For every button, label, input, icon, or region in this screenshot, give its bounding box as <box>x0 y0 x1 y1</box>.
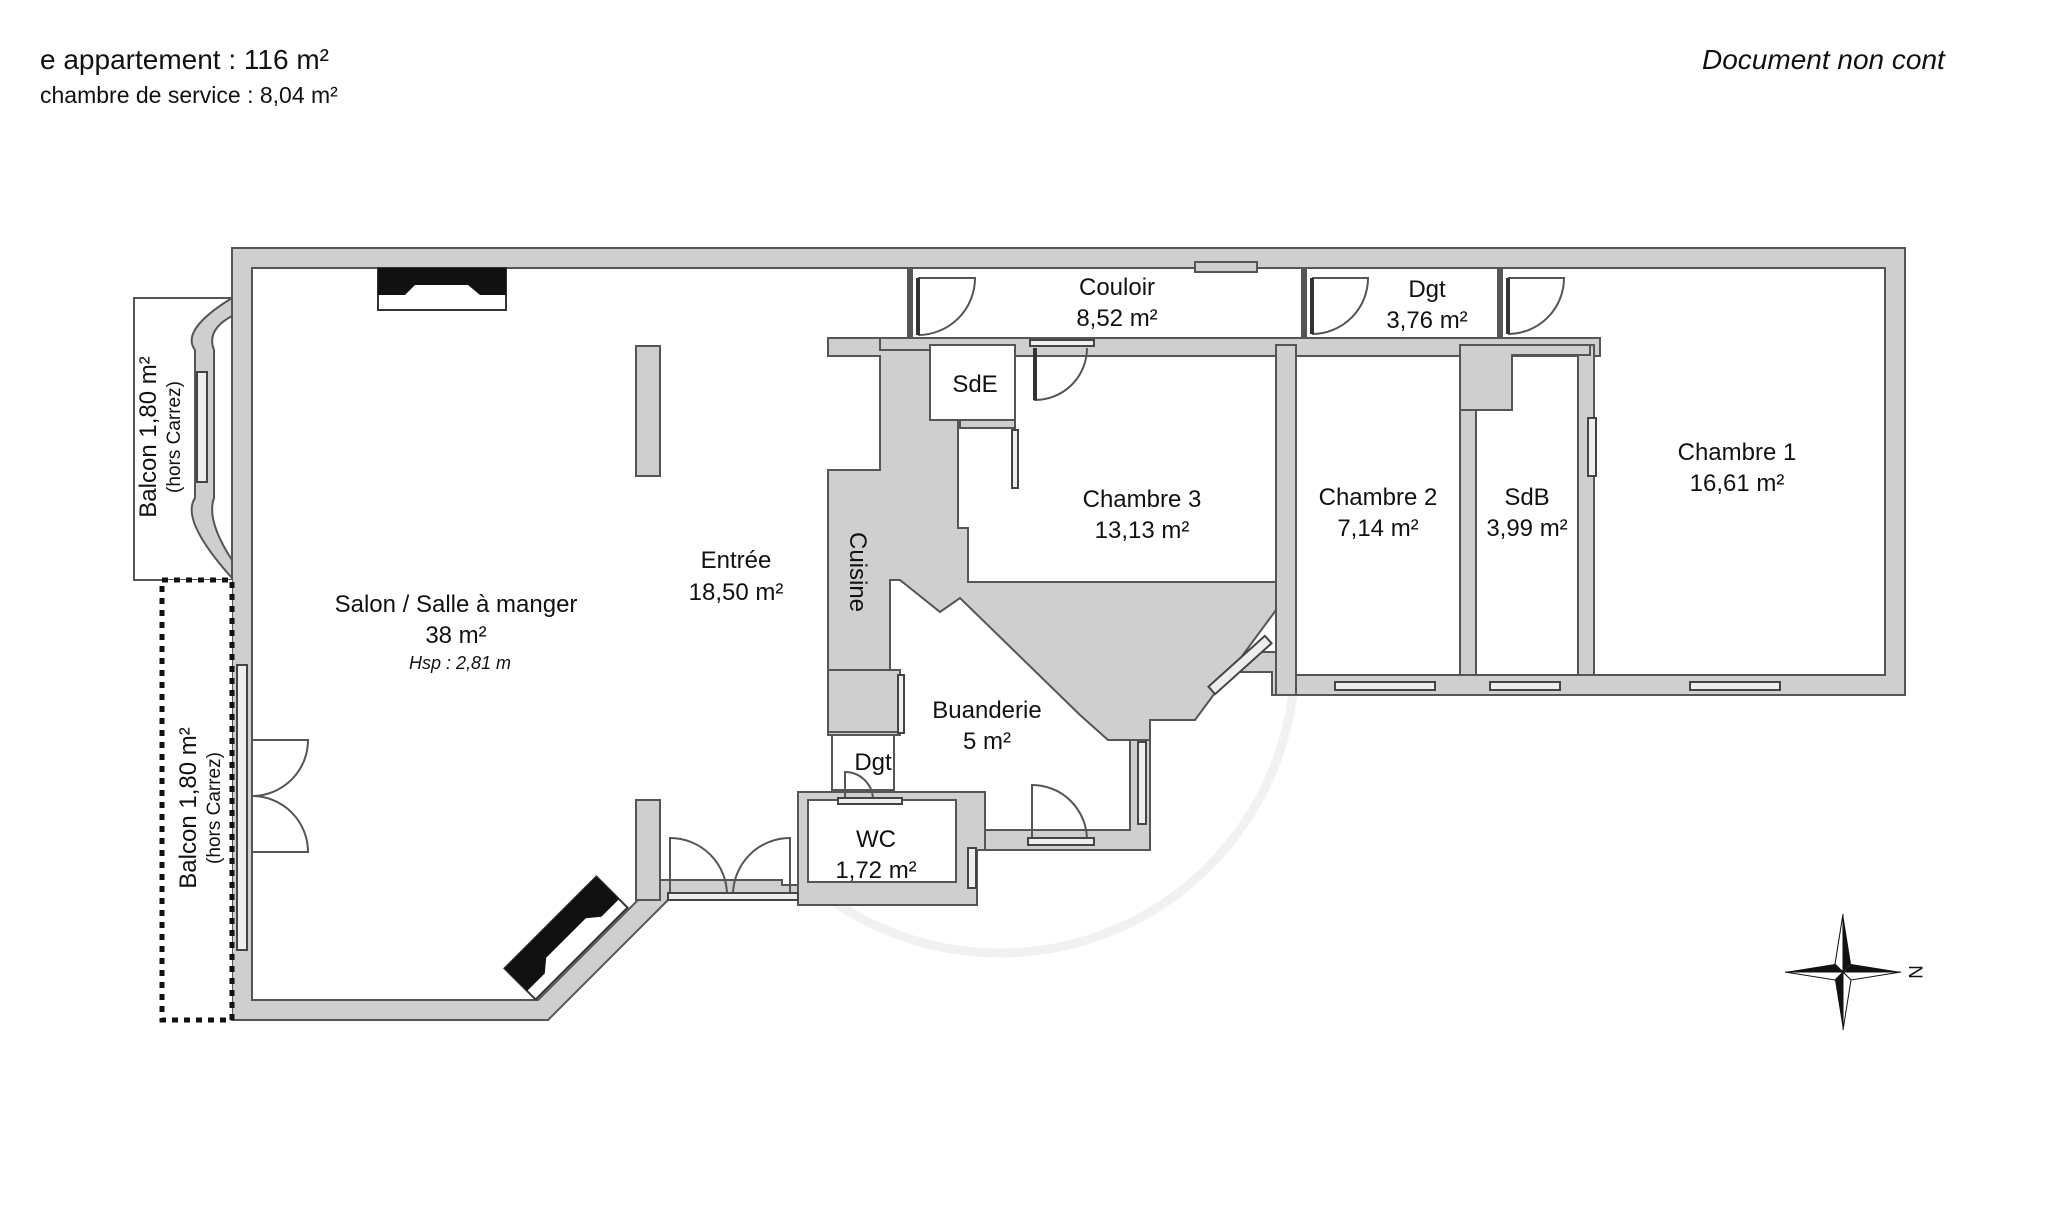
svg-text:Chambre 2: Chambre 2 <box>1319 484 1438 511</box>
room-label-salon: Salon / Salle à manger 38 m² Hsp : 2,81 … <box>335 591 578 673</box>
svg-text:Balcon 1,80 m²: Balcon 1,80 m² <box>135 356 162 517</box>
svg-text:Hsp : 2,81 m: Hsp : 2,81 m <box>409 653 511 673</box>
svg-text:Dgt: Dgt <box>1408 276 1446 303</box>
fireplace-top <box>377 267 507 311</box>
room-label-sdb: SdB 3,99 m² <box>1486 484 1567 542</box>
room-label-cuisine: Cuisine <box>844 532 871 612</box>
room-label-chambre2: Chambre 2 7,14 m² <box>1319 484 1438 542</box>
svg-text:Buanderie: Buanderie <box>932 697 1041 724</box>
disclaimer-label: Document non cont <box>1702 44 1945 75</box>
svg-text:SdE: SdE <box>952 371 997 398</box>
svg-text:Couloir: Couloir <box>1079 274 1155 301</box>
room-label-dgt-top: Dgt 3,76 m² <box>1386 276 1467 334</box>
svg-text:Dgt: Dgt <box>854 749 892 776</box>
compass-rose-icon: N <box>1784 913 1925 1031</box>
svg-text:7,14 m²: 7,14 m² <box>1337 515 1418 542</box>
balcony-label-upper: Balcon 1,80 m² (hors Carrez) <box>135 356 185 517</box>
svg-text:Salon / Salle à manger: Salon / Salle à manger <box>335 591 578 618</box>
total-area-label: e appartement : 116 m² <box>40 44 329 75</box>
room-label-chambre1: Chambre 1 16,61 m² <box>1678 439 1797 497</box>
compass-north-label: N <box>1904 965 1925 979</box>
svg-text:(hors Carrez): (hors Carrez) <box>204 752 225 864</box>
svg-text:Cuisine: Cuisine <box>844 532 871 612</box>
svg-text:1,72 m²: 1,72 m² <box>835 857 916 884</box>
svg-text:5 m²: 5 m² <box>963 728 1011 755</box>
svg-text:16,61 m²: 16,61 m² <box>1690 470 1785 497</box>
windows <box>1137 417 1781 825</box>
balcony-upper <box>133 296 233 581</box>
room-label-chambre3: Chambre 3 13,13 m² <box>1083 486 1202 544</box>
room-label-couloir: Couloir 8,52 m² <box>1076 274 1157 332</box>
svg-text:SdB: SdB <box>1504 484 1549 511</box>
svg-text:(hors Carrez): (hors Carrez) <box>164 381 185 493</box>
svg-text:3,76 m²: 3,76 m² <box>1386 307 1467 334</box>
svg-text:18,50 m²: 18,50 m² <box>689 579 784 606</box>
svg-text:13,13 m²: 13,13 m² <box>1095 517 1190 544</box>
svg-text:Chambre 1: Chambre 1 <box>1678 439 1797 466</box>
balcony-lower <box>159 577 248 1023</box>
room-label-dgt-small: Dgt <box>854 749 892 776</box>
service-room-label: chambre de service : 8,04 m² <box>40 82 338 108</box>
svg-text:8,52 m²: 8,52 m² <box>1076 305 1157 332</box>
balcony-label-lower: Balcon 1,80 m² (hors Carrez) <box>175 727 225 888</box>
svg-text:38 m²: 38 m² <box>425 622 486 649</box>
svg-text:Balcon 1,80 m²: Balcon 1,80 m² <box>175 727 202 888</box>
room-label-wc: WC 1,72 m² <box>835 826 916 884</box>
svg-text:WC: WC <box>856 826 896 853</box>
room-label-buanderie: Buanderie 5 m² <box>932 697 1041 755</box>
svg-text:3,99 m²: 3,99 m² <box>1486 515 1567 542</box>
svg-text:Entrée: Entrée <box>701 547 772 574</box>
doors <box>251 277 1566 901</box>
fireplace-bottom <box>503 875 629 1001</box>
room-label-sde: SdE <box>952 371 997 398</box>
svg-text:Chambre 3: Chambre 3 <box>1083 486 1202 513</box>
room-label-entree: Entrée 18,50 m² <box>689 547 784 606</box>
